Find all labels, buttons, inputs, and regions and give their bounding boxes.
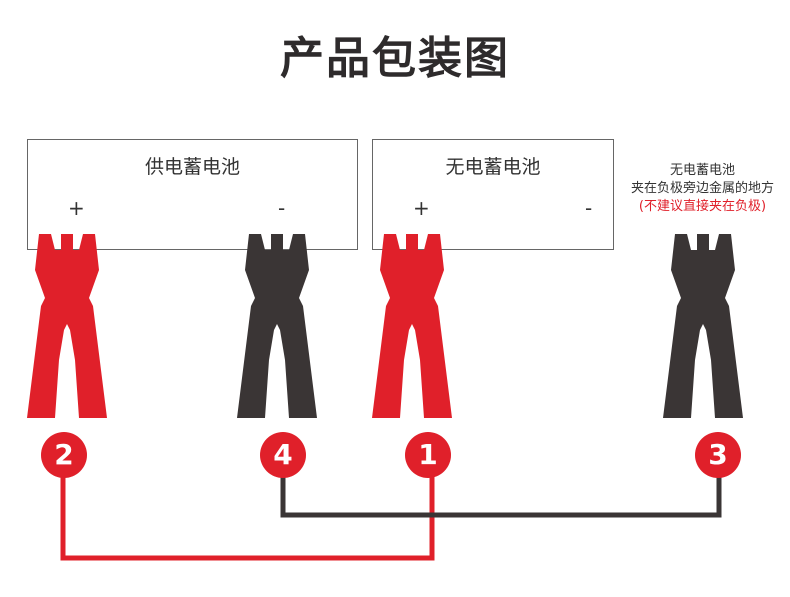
dead-battery-plus: + — [413, 196, 430, 220]
step-badge-4: 4 — [260, 432, 306, 478]
step-badge-3: 3 — [695, 432, 741, 478]
clamp-note: 无电蓄电池 夹在负极旁边金属的地方 (不建议直接夹在负极) — [615, 162, 790, 216]
supply-battery-plus: + — [68, 196, 85, 220]
note-line-1: 无电蓄电池 — [669, 163, 735, 178]
supply-battery: 供电蓄电池 + - — [27, 139, 358, 250]
dead-battery-label: 无电蓄电池 — [445, 156, 541, 178]
note-line-2: 夹在负极旁边金属的地方 — [630, 181, 774, 196]
supply-battery-minus: - — [278, 196, 286, 220]
red-clamp-supply — [27, 234, 107, 418]
black-clamp-supply — [237, 234, 317, 418]
black-clamp-ground — [663, 234, 743, 418]
note-warning: (不建议直接夹在负极) — [638, 199, 767, 214]
dead-battery-minus: - — [585, 196, 593, 220]
supply-battery-label: 供电蓄电池 — [144, 156, 240, 178]
step-badge-2: 2 — [41, 432, 87, 478]
dead-battery: 无电蓄电池 + - — [372, 139, 614, 250]
black-cable — [280, 470, 722, 518]
page-title: 产品包装图 — [280, 33, 510, 84]
red-clamp-dead — [372, 234, 452, 418]
step-badge-1: 1 — [405, 432, 451, 478]
